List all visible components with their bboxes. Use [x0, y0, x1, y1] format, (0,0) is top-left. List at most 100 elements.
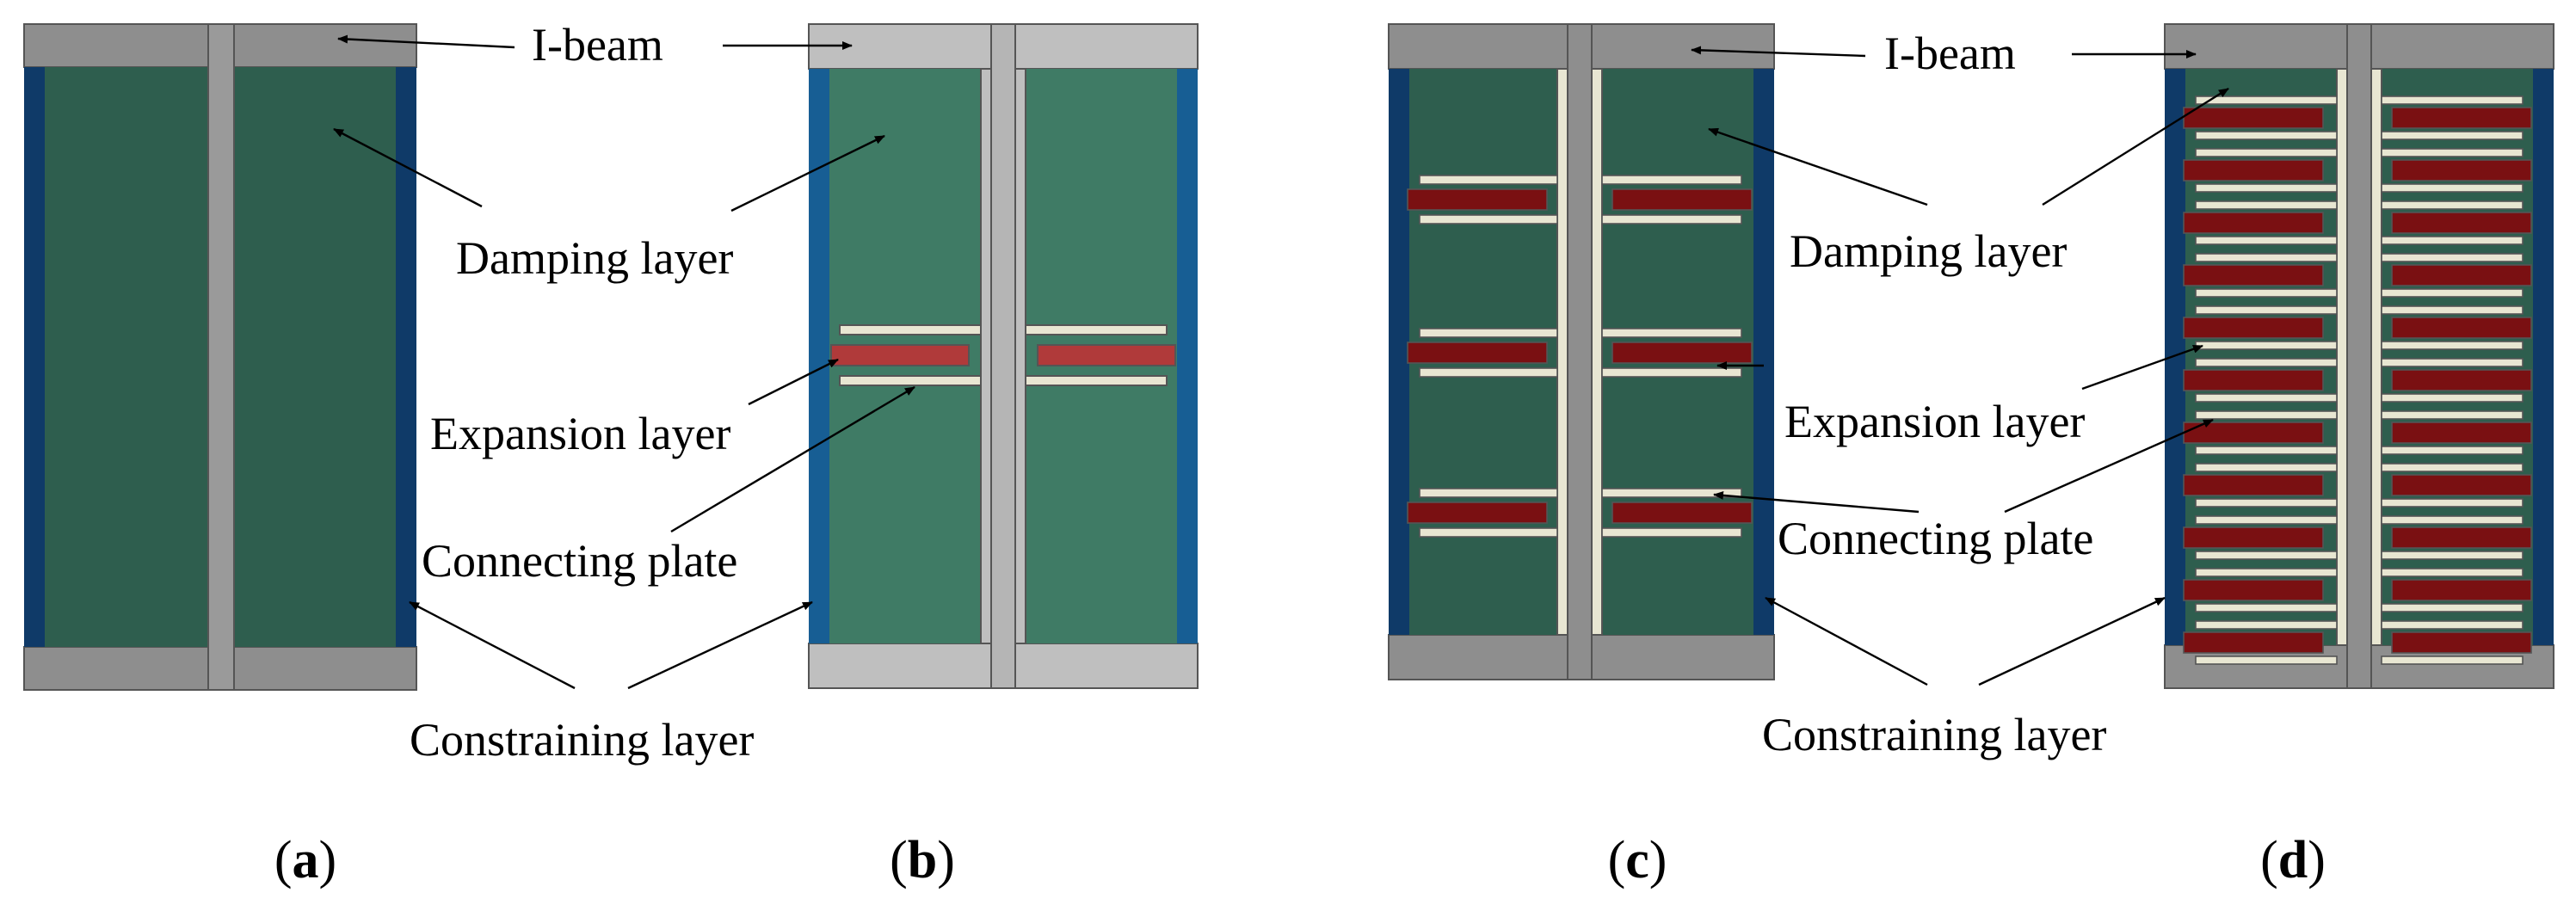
- connecting-plate: [2195, 253, 2338, 262]
- caption-c: (c): [1608, 831, 1667, 889]
- connecting-plate: [2381, 620, 2524, 630]
- connecting-plate: [2195, 568, 2338, 577]
- connecting-plate: [2195, 131, 2338, 140]
- expansion-layer: [2391, 212, 2532, 234]
- connecting-plate: [2381, 183, 2524, 193]
- panel-b: [808, 23, 1199, 689]
- connecting-plate: [2381, 358, 2524, 367]
- expansion-layer: [1407, 342, 1548, 364]
- expansion-layer: [2183, 369, 2324, 391]
- connecting-plate: [1419, 488, 1558, 498]
- connecting-plate-arrow: [2004, 418, 2214, 514]
- connecting-plate: [2195, 463, 2338, 472]
- connecting-plate-arrow: [670, 385, 915, 533]
- expansion-layer: [1407, 188, 1548, 211]
- layer-groups: [2183, 95, 2532, 665]
- expansion-layer: [1612, 502, 1753, 524]
- expansion-layer: [2391, 369, 2532, 391]
- i-beam-label: I-beam: [1884, 28, 2016, 79]
- expansion-layer: [1612, 342, 1753, 364]
- expansion-layer: [2391, 474, 2532, 496]
- constraining-layer-label: Constraining layer: [410, 714, 754, 766]
- connecting-plate: [2381, 655, 2524, 665]
- i-beam-web: [2346, 23, 2372, 689]
- right-constraining-layer: [2533, 69, 2554, 645]
- captions: (a) (b) (c) (d): [274, 831, 2326, 889]
- expansion-layer: [2183, 212, 2324, 234]
- connecting-plate: [2381, 568, 2524, 577]
- connecting-plate: [1419, 367, 1558, 378]
- damping-arrow: [333, 127, 483, 208]
- connecting-plate: [2195, 95, 2338, 105]
- constraining-arrow: [1765, 596, 1928, 686]
- expansion-layer: [830, 344, 970, 366]
- damping-arrow: [1708, 127, 1928, 206]
- expansion-layer: [2183, 474, 2324, 496]
- left-constraining-layer: [24, 67, 45, 647]
- connecting-plate: [2195, 551, 2338, 560]
- expansion-layer: [1037, 344, 1176, 366]
- left-damping-layer: [45, 67, 208, 647]
- connecting-plate: [2381, 551, 2524, 560]
- expansion-layer-label: Expansion layer: [1784, 396, 2085, 447]
- caption-d: (d): [2260, 831, 2326, 889]
- panel-a: [23, 23, 417, 691]
- connecting-plate: [2195, 341, 2338, 350]
- left-vertical-plate: [980, 68, 992, 644]
- caption-b: (b): [890, 831, 955, 889]
- expansion-layer: [2183, 422, 2324, 444]
- right-vertical-plate: [1591, 68, 1603, 636]
- expansion-layer: [1612, 188, 1753, 211]
- expansion-layer: [2391, 107, 2532, 129]
- connecting-plate-arrow: [1713, 490, 1920, 514]
- panel-c: [1388, 23, 1775, 680]
- left-vertical-plate: [2336, 68, 2348, 646]
- expansion-layer: [2183, 317, 2324, 339]
- expansion-layer: [2391, 526, 2532, 549]
- connecting-plate: [2381, 410, 2524, 420]
- expansion-layer: [2183, 579, 2324, 601]
- connecting-plate: [1419, 527, 1558, 538]
- connecting-plate: [2195, 393, 2338, 403]
- connecting-plate: [2381, 95, 2524, 105]
- expansion-layer: [2183, 264, 2324, 286]
- connecting-plate: [2195, 305, 2338, 315]
- connecting-plate: [2195, 183, 2338, 193]
- damping-layer-label: Damping layer: [1790, 225, 2067, 277]
- connecting-plate: [2195, 655, 2338, 665]
- connecting-plate: [1601, 367, 1742, 378]
- connecting-plate: [2381, 341, 2524, 350]
- right-vertical-plate: [2370, 68, 2382, 646]
- right-constraining-layer: [1753, 69, 1774, 635]
- left-vertical-plate: [1556, 68, 1568, 636]
- connecting-plate: [1025, 375, 1168, 386]
- panel-d: [2164, 23, 2554, 689]
- connecting-plate: [2381, 236, 2524, 245]
- connecting-plate: [2381, 288, 2524, 298]
- connecting-plate: [1419, 175, 1558, 185]
- constraining-layer-label: Constraining layer: [1762, 709, 2106, 760]
- connecting-plate-label: Connecting plate: [1778, 513, 2093, 564]
- annotations-left: I-beam Damping layer Expansion layer Con…: [333, 19, 915, 766]
- constraining-arrow: [409, 600, 576, 690]
- connecting-plate: [1419, 214, 1558, 225]
- connecting-plate: [1601, 214, 1742, 225]
- annotations-right: I-beam Damping layer Expansion layer Con…: [1691, 28, 2229, 760]
- left-constraining-layer: [1389, 69, 1409, 635]
- connecting-plate: [2195, 148, 2338, 157]
- connecting-plate: [2381, 148, 2524, 157]
- connecting-plate: [1601, 527, 1742, 538]
- connecting-plate: [1025, 324, 1168, 335]
- expansion-layer: [2391, 159, 2532, 182]
- expansion-layer-label: Expansion layer: [430, 408, 730, 459]
- damping-layer-label: Damping layer: [456, 232, 733, 284]
- right-constraining-layer: [1177, 69, 1198, 643]
- connecting-plate: [2381, 515, 2524, 525]
- expansion-layer: [2183, 159, 2324, 182]
- connecting-plate: [2381, 305, 2524, 315]
- i-beam-web: [990, 23, 1016, 689]
- expansion-layer: [2391, 317, 2532, 339]
- connecting-plate: [2381, 463, 2524, 472]
- expansion-layer: [2183, 526, 2324, 549]
